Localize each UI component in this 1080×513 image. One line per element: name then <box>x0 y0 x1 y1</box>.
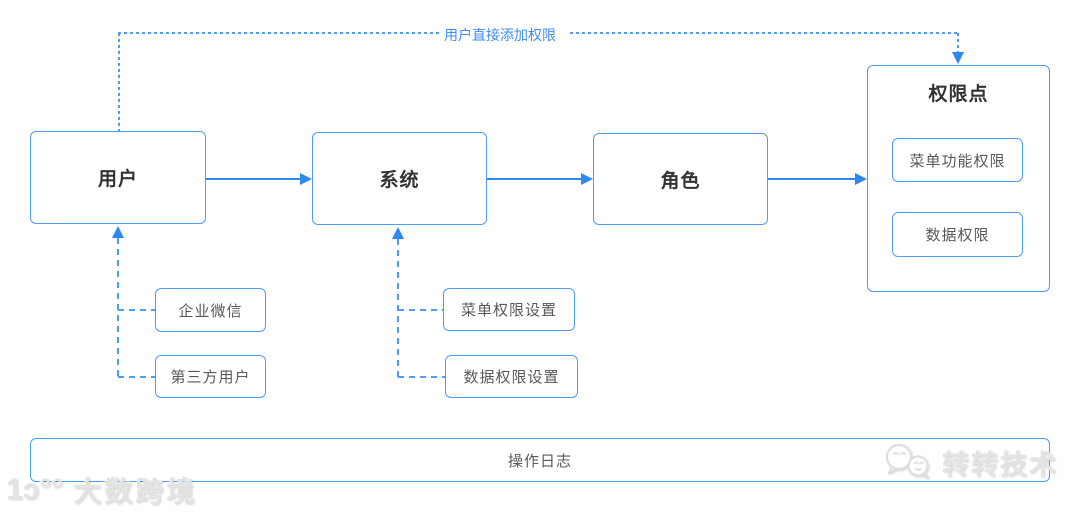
node-menu-permission-setting-label: 菜单权限设置 <box>460 302 557 319</box>
node-permission-point-title: 权限点 <box>928 84 989 105</box>
node-role-label: 角色 <box>660 170 701 192</box>
flow-line-user-up <box>118 33 120 131</box>
node-operation-log-label: 操作日志 <box>507 452 572 470</box>
arrowhead-role-to-permission-point <box>855 173 867 185</box>
node-data-permission: 数据权限 <box>892 212 1023 257</box>
node-third-party-user: 第三方用户 <box>155 355 266 398</box>
flow-line-top-right <box>570 32 958 34</box>
node-operation-log: 操作日志 <box>30 438 1050 482</box>
arrowhead-into-system <box>392 227 404 239</box>
node-menu-function-permission-label: 菜单功能权限 <box>909 152 1006 170</box>
node-user: 用户 <box>30 131 206 224</box>
node-system-label: 系统 <box>379 170 420 191</box>
arrowhead-into-permission-point <box>952 52 964 64</box>
flow-annotation-label: 用户直接添加权限 <box>441 25 559 45</box>
arrowhead-system-to-role <box>581 173 593 185</box>
edge-user-to-system <box>206 178 302 180</box>
edge-settings-to-system <box>397 239 399 377</box>
node-permission-point: 权限点 菜单功能权限 数据权限 <box>867 65 1050 292</box>
node-enterprise-wechat: 企业微信 <box>155 288 266 332</box>
node-data-permission-setting-label: 数据权限设置 <box>463 369 560 386</box>
node-menu-function-permission: 菜单功能权限 <box>892 138 1023 182</box>
edge-enterprise-wechat-connector <box>118 309 155 311</box>
flow-line-permission-down <box>957 33 959 52</box>
edge-data-setting-connector <box>398 376 445 378</box>
edge-menu-setting-connector <box>398 309 443 311</box>
node-data-permission-setting: 数据权限设置 <box>445 355 578 398</box>
node-enterprise-wechat-label: 企业微信 <box>178 302 243 320</box>
arrowhead-user-to-system <box>300 173 312 185</box>
flow-line-top-left <box>118 32 440 34</box>
edge-role-to-permission-point <box>768 178 857 180</box>
node-user-label: 用户 <box>97 169 138 190</box>
edge-sources-to-user <box>117 238 119 378</box>
node-data-permission-label: 数据权限 <box>925 227 990 244</box>
node-menu-permission-setting: 菜单权限设置 <box>443 288 575 331</box>
node-role: 角色 <box>593 133 768 225</box>
edge-third-party-connector <box>118 376 155 378</box>
arrowhead-into-user <box>112 226 124 238</box>
node-system: 系统 <box>312 132 487 225</box>
node-third-party-user-label: 第三方用户 <box>170 369 251 386</box>
edge-system-to-role <box>487 178 583 180</box>
